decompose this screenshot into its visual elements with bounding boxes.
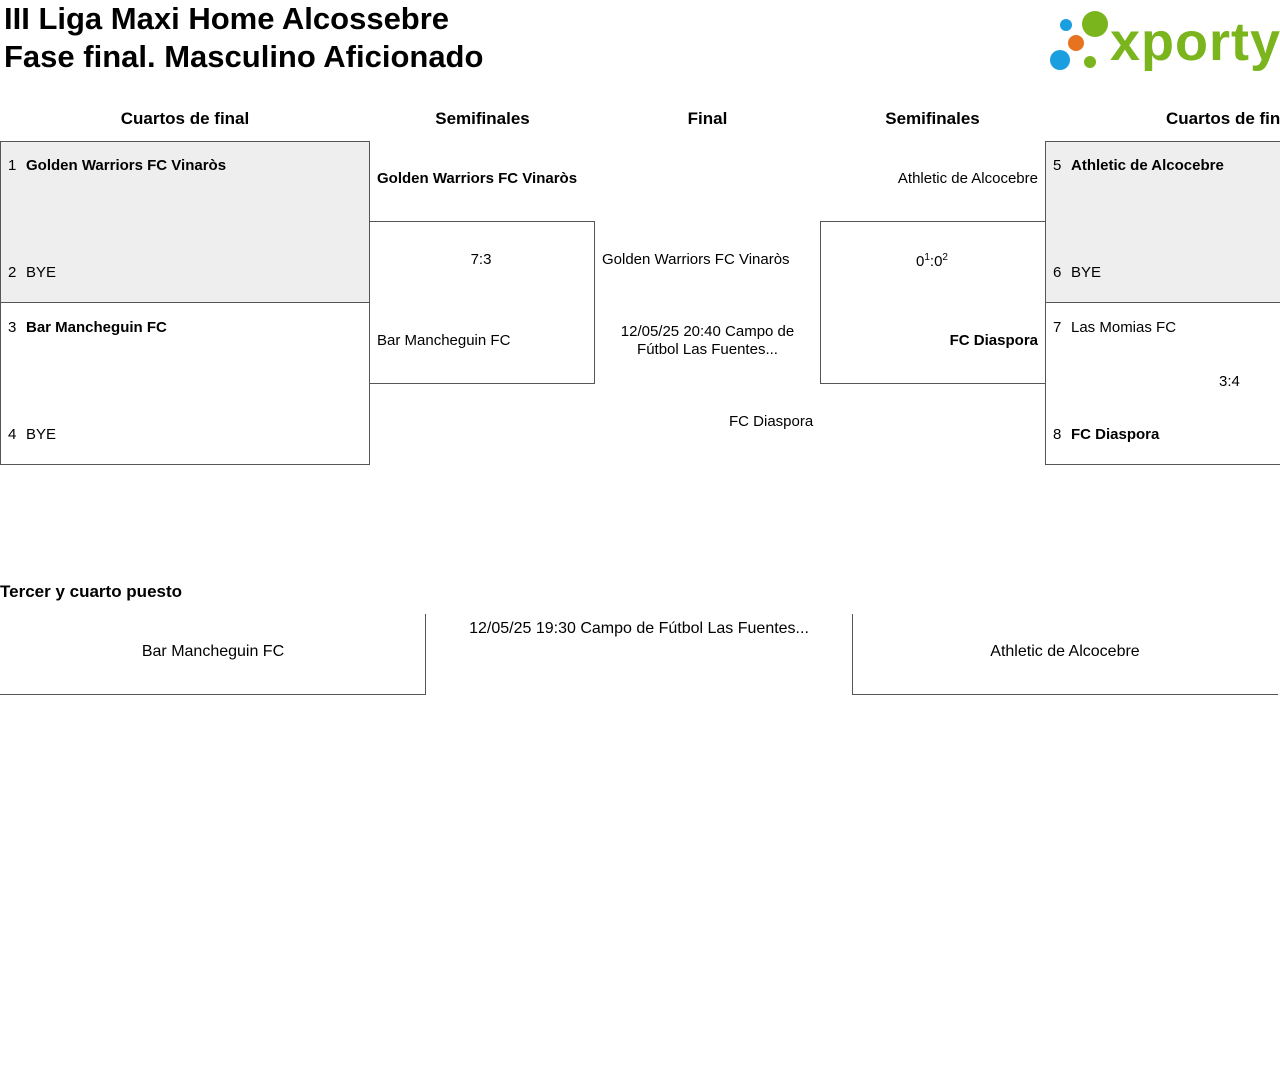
logo-dot-blue-small: [1060, 19, 1072, 31]
logo-dot-green-small: [1084, 56, 1096, 68]
round-header-final: Final: [687, 109, 728, 128]
team-name: BYE: [26, 426, 57, 443]
team-name: Athletic de Alcocebre: [1071, 157, 1224, 174]
score-b-penalty: 2: [942, 252, 948, 263]
page-title: III Liga Maxi Home Alcossebre: [4, 1, 450, 36]
left-semifinal-team-top[interactable]: Golden Warriors FC Vinaròs: [377, 170, 578, 187]
team-name: FC Diaspora: [1071, 426, 1160, 443]
left-qf-entry-3[interactable]: 3 Bar Mancheguin FC: [8, 319, 167, 337]
right-qf-entry-8[interactable]: 8 FC Diaspora: [1053, 426, 1159, 444]
score-a-penalty: 1: [924, 252, 930, 263]
round-header-left-quarterfinals: Cuartos de final: [120, 109, 250, 128]
team-name: BYE: [26, 264, 57, 281]
third-place-left-bracket: [0, 614, 426, 695]
final-team-right[interactable]: FC Diaspora: [729, 413, 814, 430]
seed-number: 2: [8, 264, 17, 281]
team-name: BYE: [1071, 264, 1102, 281]
third-place-title: Tercer y cuarto puesto: [0, 582, 183, 601]
team-name: Las Momias FC: [1071, 319, 1177, 336]
score-b: 0: [934, 253, 943, 270]
seed-number: 4: [8, 426, 17, 443]
seed-number: 8: [1053, 426, 1062, 443]
logo-dot-blue-large: [1050, 50, 1070, 70]
right-qf-entry-5[interactable]: 5 Athletic de Alcocebre: [1053, 157, 1224, 175]
right-qf-match-2[interactable]: [1045, 302, 1280, 465]
left-semifinal-bracket: [370, 221, 595, 384]
right-semifinal-bracket: [820, 221, 1046, 384]
final-team-left[interactable]: Golden Warriors FC Vinaròs: [602, 251, 790, 268]
seed-number: 3: [8, 319, 17, 336]
score-a: 0: [916, 253, 925, 270]
seed-number: 1: [8, 157, 17, 174]
left-qf-entry-2[interactable]: 2 BYE: [8, 264, 56, 282]
left-qf-entry-4[interactable]: 4 BYE: [8, 426, 56, 444]
left-semifinal-score[interactable]: 7:3: [470, 251, 492, 268]
right-semifinal-team-top[interactable]: Athletic de Alcocebre: [897, 170, 1038, 187]
page-subtitle: Fase final. Masculino Aficionado: [4, 39, 484, 74]
round-header-right-quarterfinals: Cuartos de fin: [1166, 109, 1280, 128]
xporty-logo[interactable]: [1046, 6, 1276, 76]
round-header-left-semifinals: Semifinales: [435, 109, 530, 128]
team-name: Bar Mancheguin FC: [26, 319, 167, 336]
logo-dot-orange: [1068, 35, 1084, 51]
left-qf-entry-1[interactable]: 1 Golden Warriors FC Vinaròs: [8, 157, 226, 175]
right-semifinal-team-bottom[interactable]: FC Diaspora: [949, 332, 1038, 349]
seed-number: 6: [1053, 264, 1062, 281]
left-qf-match-2[interactable]: [0, 302, 370, 465]
team-name: Golden Warriors FC Vinaròs: [26, 157, 227, 174]
logo-wordmark: xporty: [1110, 12, 1280, 72]
seed-number: 5: [1053, 157, 1062, 174]
third-place-schedule[interactable]: 12/05/25 19:30 Campo de Fútbol Las Fuent…: [469, 620, 809, 637]
right-qf-score[interactable]: 3:4: [1219, 373, 1240, 390]
score-separator: :: [929, 253, 935, 270]
seed-number: 7: [1053, 319, 1062, 336]
third-place-right-bracket: [852, 614, 1278, 695]
third-place-team-right[interactable]: Athletic de Alcocebre: [990, 643, 1140, 660]
right-semifinal-score[interactable]: 01:02: [916, 253, 948, 271]
right-qf-entry-6[interactable]: 6 BYE: [1053, 264, 1101, 282]
logo-dot-green-large: [1082, 11, 1108, 37]
round-header-right-semifinals: Semifinales: [885, 109, 980, 128]
final-schedule[interactable]: 12/05/25 20:40 Campo de Fútbol Las Fuent…: [620, 323, 795, 358]
right-qf-entry-7[interactable]: 7 Las Momias FC: [1053, 319, 1176, 337]
left-semifinal-team-bottom[interactable]: Bar Mancheguin FC: [377, 332, 511, 349]
third-place-team-left[interactable]: Bar Mancheguin FC: [141, 643, 285, 660]
